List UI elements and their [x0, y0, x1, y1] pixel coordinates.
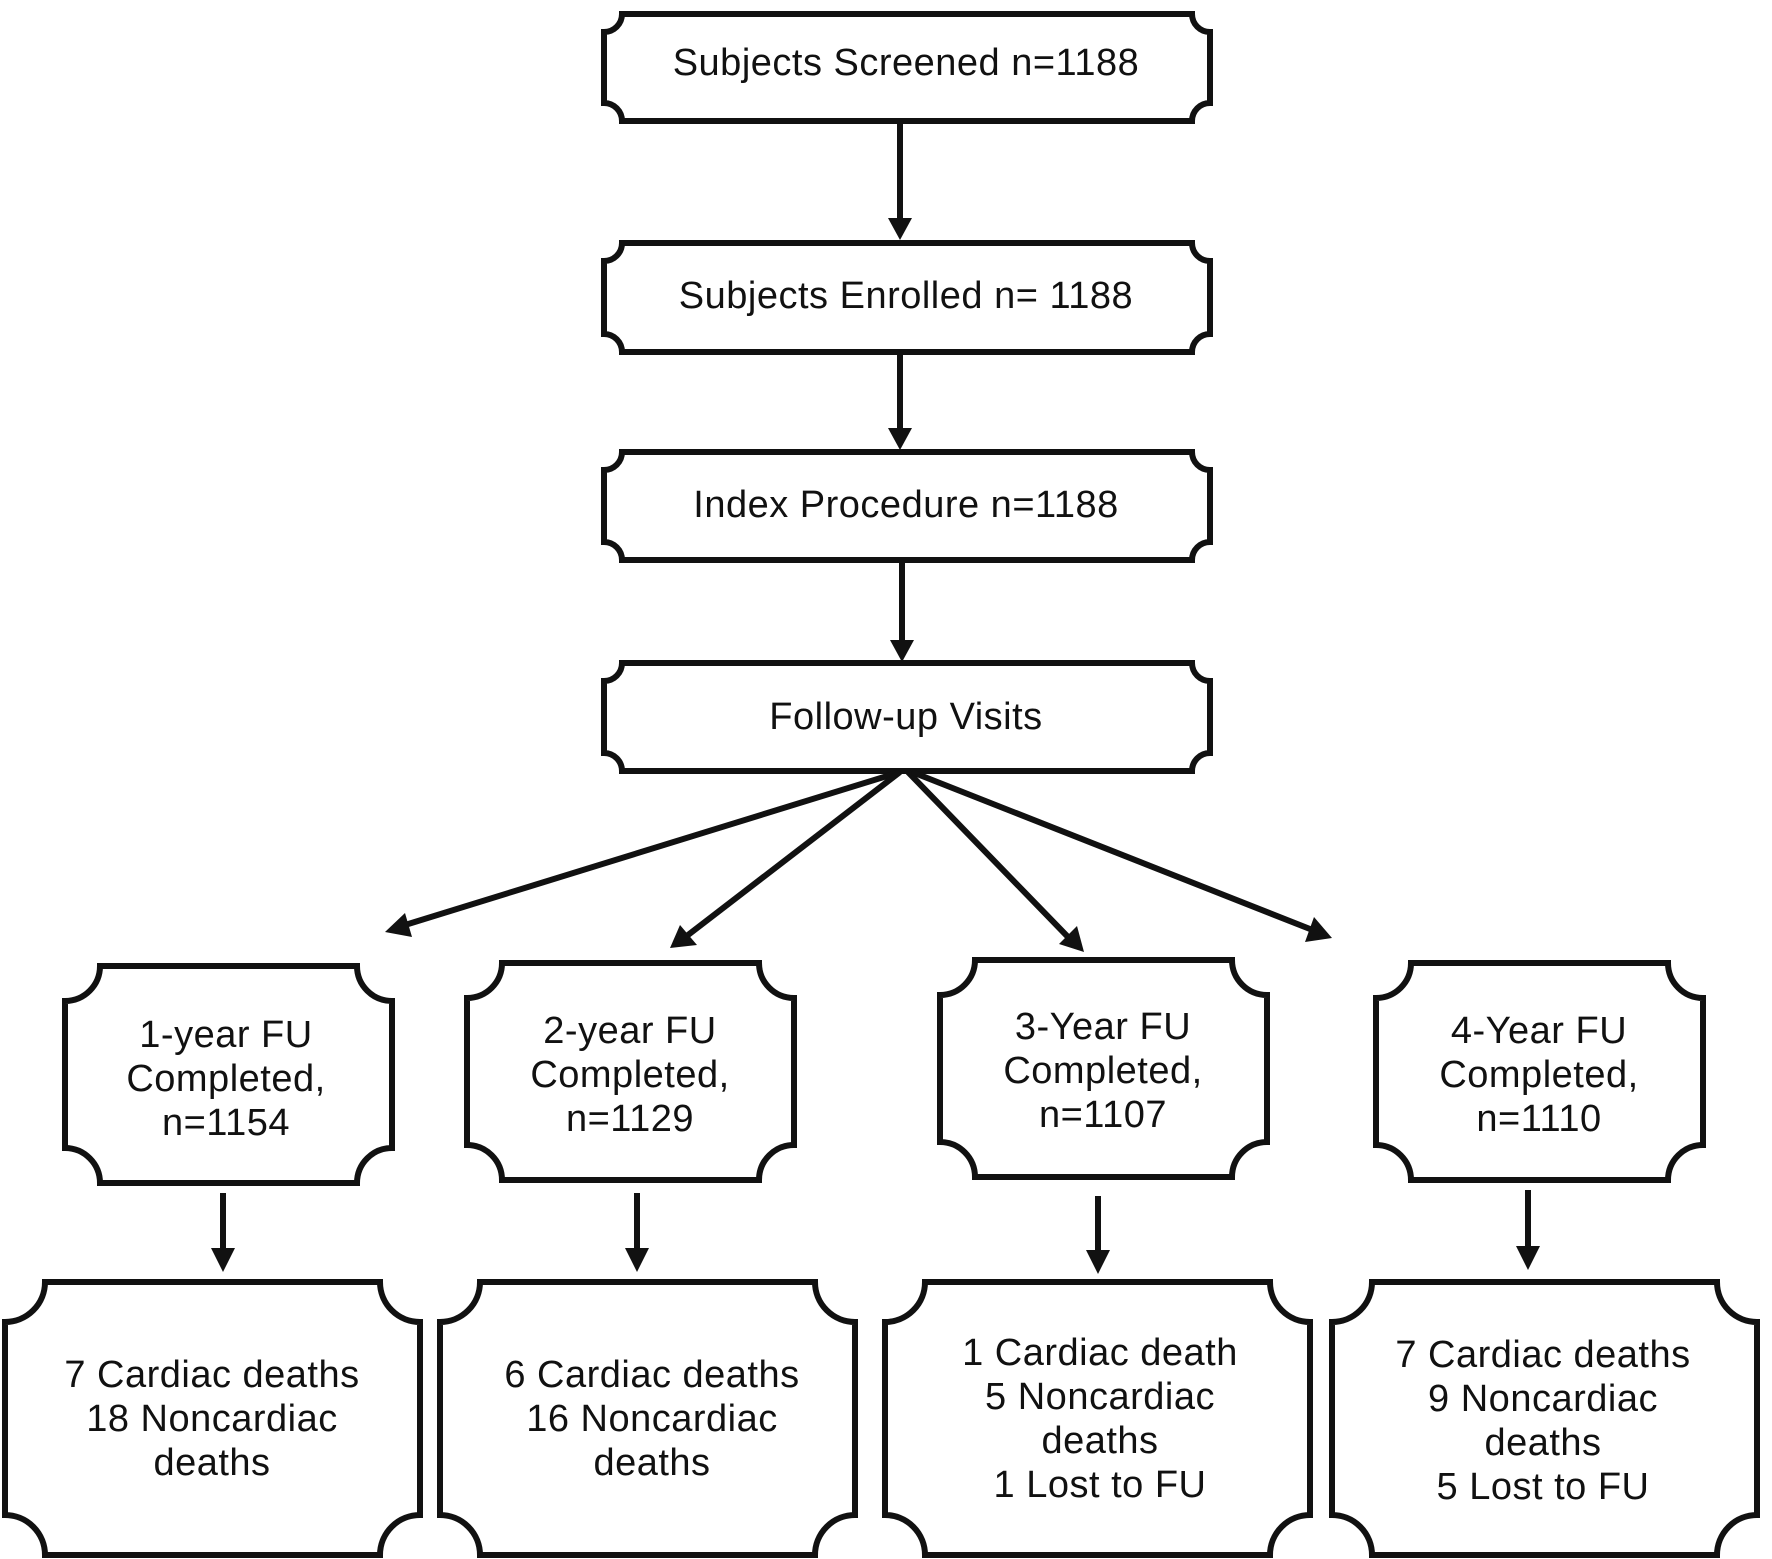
arrow-year-1-to-outcomes [211, 1193, 235, 1272]
arrow-year-4-to-outcomes [1516, 1190, 1540, 1270]
year-3-completed-line-2: Completed, [1003, 1050, 1202, 1092]
year-3-completed-line-3: n=1107 [1039, 1094, 1167, 1136]
year-4-completed-line-3: n=1110 [1476, 1098, 1601, 1140]
follow-up-box: Follow-up Visits [601, 660, 1213, 774]
arrow-follow-up-to-year-2 [670, 769, 902, 948]
arrow-enrolled-to-index [888, 355, 912, 450]
arrow-screened-to-enrolled [888, 124, 912, 240]
year-1-completed-box: 1-year FU Completed, n=1154 [62, 963, 395, 1186]
year-3-outcome-line-3: deaths [1041, 1420, 1158, 1462]
year-1-completed-line-1: 1-year FU [139, 1014, 312, 1056]
year-2-outcomes-box: 6 Cardiac deaths 16 Noncardiac deaths [437, 1279, 858, 1558]
arrow-index-to-follow-up [890, 563, 914, 662]
year-2-completed-line-3: n=1129 [566, 1098, 694, 1140]
year-4-completed-line-2: Completed, [1439, 1054, 1638, 1096]
year-4-outcome-line-3: deaths [1484, 1422, 1601, 1464]
follow-up-label: Follow-up Visits [769, 696, 1042, 738]
year-4-outcomes-box: 7 Cardiac deaths 9 Noncardiac deaths 5 L… [1329, 1279, 1760, 1558]
arrow-year-2-to-outcomes [625, 1193, 649, 1272]
year-1-outcome-line-2: 18 Noncardiac [86, 1398, 338, 1440]
year-2-completed-line-1: 2-year FU [543, 1010, 716, 1052]
year-3-outcome-line-1: 1 Cardiac death [962, 1332, 1238, 1374]
year-4-completed-box: 4-Year FU Completed, n=1110 [1373, 960, 1706, 1183]
arrow-follow-up-to-year-4 [910, 769, 1332, 942]
year-3-outcomes-box: 1 Cardiac death 5 Noncardiac deaths 1 Lo… [882, 1279, 1313, 1558]
year-4-outcome-line-1: 7 Cardiac deaths [1395, 1334, 1690, 1376]
year-2-outcome-line-3: deaths [593, 1442, 710, 1484]
screened-box: Subjects Screened n=1188 [601, 11, 1213, 124]
year-2-completed-box: 2-year FU Completed, n=1129 [464, 960, 797, 1183]
year-1-outcome-line-1: 7 Cardiac deaths [64, 1354, 359, 1396]
year-3-completed-line-1: 3-Year FU [1015, 1006, 1191, 1048]
year-2-completed-line-2: Completed, [530, 1054, 729, 1096]
enrolled-label: Subjects Enrolled n= 1188 [679, 275, 1133, 317]
year-2-outcome-line-1: 6 Cardiac deaths [504, 1354, 799, 1396]
arrow-follow-up-to-year-3 [905, 769, 1084, 952]
year-1-outcome-line-3: deaths [153, 1442, 270, 1484]
year-3-outcome-line-4: 1 Lost to FU [994, 1464, 1207, 1506]
year-4-outcome-line-4: 5 Lost to FU [1437, 1466, 1650, 1508]
arrow-follow-up-to-year-1 [385, 769, 901, 937]
enrolled-box: Subjects Enrolled n= 1188 [601, 240, 1213, 355]
year-3-completed-box: 3-Year FU Completed, n=1107 [937, 957, 1270, 1180]
arrow-year-3-to-outcomes [1086, 1196, 1110, 1274]
year-2-outcome-line-2: 16 Noncardiac [526, 1398, 778, 1440]
screened-label: Subjects Screened n=1188 [673, 42, 1140, 84]
year-4-completed-line-1: 4-Year FU [1451, 1010, 1627, 1052]
year-1-completed-line-2: Completed, [126, 1058, 325, 1100]
index-procedure-label: Index Procedure n=1188 [693, 484, 1118, 526]
year-1-outcomes-box: 7 Cardiac deaths 18 Noncardiac deaths [2, 1279, 423, 1558]
year-3-outcome-line-2: 5 Noncardiac [985, 1376, 1215, 1418]
year-4-outcome-line-2: 9 Noncardiac [1428, 1378, 1658, 1420]
index-procedure-box: Index Procedure n=1188 [601, 449, 1213, 563]
year-1-completed-line-3: n=1154 [162, 1102, 290, 1144]
